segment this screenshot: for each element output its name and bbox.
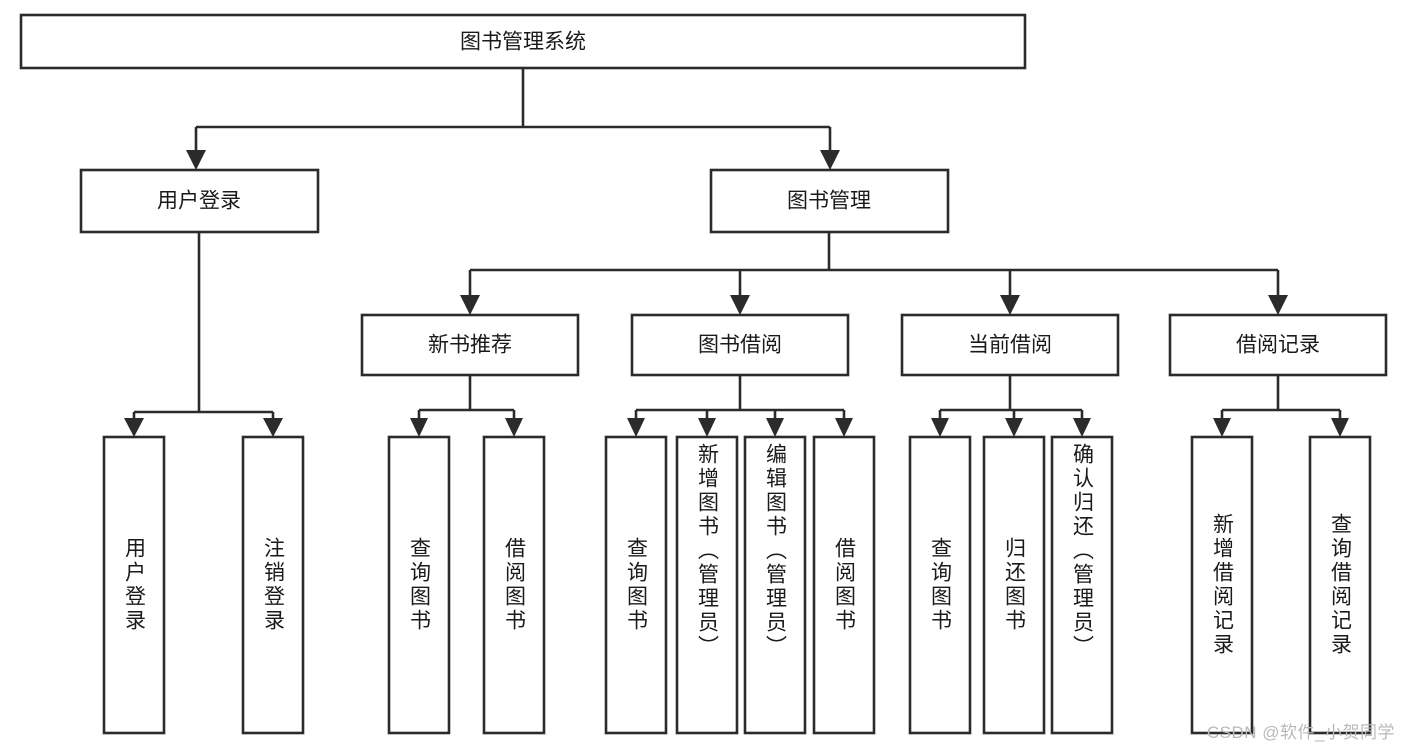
arrowhead-book-mgmt: [820, 150, 840, 170]
node-root-box[interactable]: [19, 13, 1027, 70]
leaf-box-confirm-return-admin[interactable]: [1050, 435, 1114, 735]
node-book-management-label: 图书管理: [787, 190, 871, 213]
connector-root-to-level2: [186, 68, 840, 170]
node-current-borrow-label: 当前借阅: [968, 334, 1052, 357]
node-borrow-record[interactable]: 借阅记录: [1168, 313, 1388, 377]
leaf-box-add-book-admin[interactable]: [675, 435, 739, 735]
connector-book-mgmt-to-level3: [460, 232, 1288, 315]
arrowhead-cb-leaf-1: [931, 418, 949, 437]
leaf-box-query-borrow-record[interactable]: [1308, 435, 1372, 735]
arrowhead-borrow-record: [1268, 295, 1288, 315]
node-book-borrow-label: 图书借阅: [698, 334, 782, 357]
connector-current-borrow-to-leaves: [931, 375, 1091, 437]
leaf-box-logout[interactable]: [241, 435, 305, 735]
connector-user-login-to-leaves: [124, 232, 283, 437]
node-new-book-recommend[interactable]: 新书推荐: [360, 313, 580, 377]
arrowhead-bb-leaf-3: [766, 418, 784, 437]
node-book-management[interactable]: 图书管理: [709, 168, 950, 234]
arrowhead-br-leaf-1: [1213, 418, 1231, 437]
node-user-login-label: 用户登录: [157, 190, 241, 213]
node-book-management-box[interactable]: [709, 168, 950, 234]
arrowhead-leaf-user-login: [124, 418, 144, 437]
arrowhead-cb-leaf-3: [1073, 418, 1091, 437]
leaf-box-query-book-nbr[interactable]: [387, 435, 451, 735]
leaf-box-add-borrow-record[interactable]: [1190, 435, 1254, 735]
arrowhead-nbr-leaf-2: [505, 418, 523, 437]
arrowhead-cb-leaf-2: [1005, 418, 1023, 437]
node-new-book-recommend-box[interactable]: [360, 313, 580, 377]
connector-new-book-recommend-to-leaves: [410, 375, 523, 437]
arrowhead-leaf-logout: [263, 418, 283, 437]
connector-borrow-record-to-leaves: [1213, 375, 1349, 437]
arrowhead-bb-leaf-4: [835, 418, 853, 437]
arrowhead-new-book: [460, 295, 480, 315]
node-root-label: 图书管理系统: [460, 31, 586, 54]
leaf-box-borrow-book-bb[interactable]: [812, 435, 876, 735]
node-borrow-record-label: 借阅记录: [1236, 334, 1320, 357]
arrowhead-br-leaf-2: [1331, 418, 1349, 437]
leaf-box-return-book[interactable]: [982, 435, 1046, 735]
leaf-box-edit-book-admin[interactable]: [743, 435, 807, 735]
node-user-login[interactable]: 用户登录: [79, 168, 320, 234]
node-root[interactable]: 图书管理系统: [19, 13, 1027, 70]
leaf-boxes: [102, 435, 1372, 735]
leaf-box-query-book-cb[interactable]: [908, 435, 972, 735]
node-current-borrow[interactable]: 当前借阅: [900, 313, 1120, 377]
node-book-borrow-box[interactable]: [630, 313, 850, 377]
arrowhead-user-login: [186, 150, 206, 170]
arrowhead-nbr-leaf-1: [410, 418, 428, 437]
arrowhead-borrow: [730, 295, 750, 315]
arrowhead-bb-leaf-1: [627, 418, 645, 437]
arrowhead-bb-leaf-2: [698, 418, 716, 437]
leaf-box-user-login[interactable]: [102, 435, 166, 735]
node-current-borrow-box[interactable]: [900, 313, 1120, 377]
csdn-watermark: CSDN @软件_小贺同学: [1206, 723, 1395, 742]
node-borrow-record-box[interactable]: [1168, 313, 1388, 377]
arrowhead-current-borrow: [1000, 295, 1020, 315]
node-book-borrow[interactable]: 图书借阅: [630, 313, 850, 377]
connector-book-borrow-to-leaves: [627, 375, 853, 437]
leaf-box-borrow-book-nbr[interactable]: [482, 435, 546, 735]
node-new-book-recommend-label: 新书推荐: [428, 334, 512, 357]
leaf-box-query-book-bb[interactable]: [604, 435, 668, 735]
